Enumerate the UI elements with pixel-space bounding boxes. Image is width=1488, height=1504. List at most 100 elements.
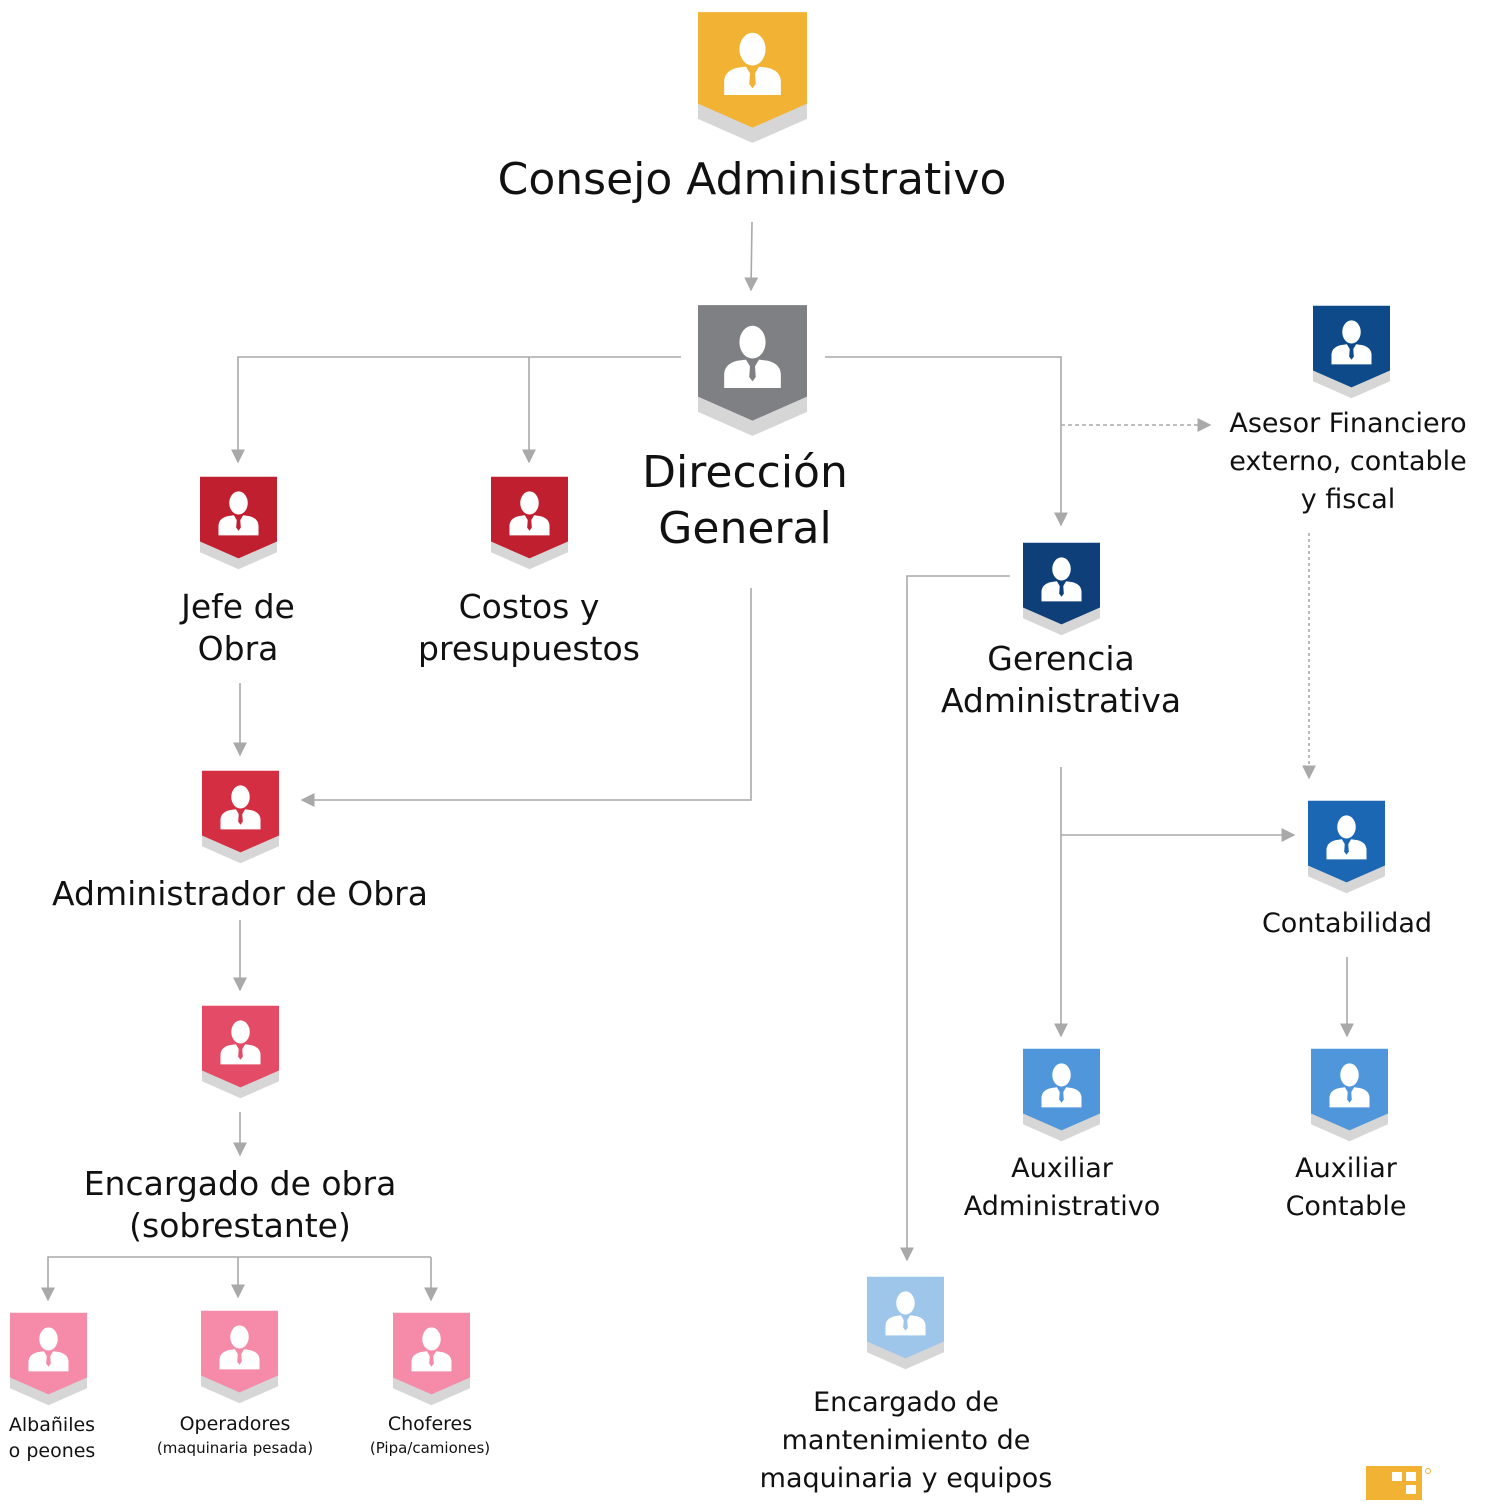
node-label-line: Auxiliar	[1011, 1153, 1113, 1184]
node-label-line: Administrativa	[940, 681, 1182, 720]
person-badge-icon	[1311, 1048, 1388, 1142]
node-label-line: mantenimiento de	[781, 1425, 1031, 1456]
badge-graphic	[698, 12, 807, 143]
node-label-line: Encargado de	[813, 1387, 999, 1418]
logo-window	[1406, 1472, 1416, 1481]
node-label-line: Albañiles	[8, 1414, 96, 1436]
node-label-line: Auxiliar	[1295, 1153, 1397, 1184]
person-tie	[527, 516, 532, 531]
person-tie	[749, 361, 756, 382]
person-tie	[429, 1352, 434, 1367]
person-badge-icon	[1313, 305, 1390, 399]
person-tie	[1344, 840, 1349, 855]
node-label-line: o peones	[8, 1440, 96, 1462]
person-badge-icon	[200, 476, 277, 570]
node-label-line: y fiscal	[1300, 484, 1396, 515]
connector-direccion-to-jefe	[231, 356, 681, 464]
node-label-asesor: Asesor Financiero externo, contable y fi…	[1210, 405, 1486, 519]
node-label-line: Dirección	[642, 447, 848, 498]
badge-graphic	[1308, 800, 1385, 894]
node-label-contabilidad: Contabilidad	[1227, 908, 1467, 940]
node-label-line: Asesor Financiero	[1229, 408, 1467, 439]
badge-graphic	[1023, 542, 1100, 636]
person-tie	[237, 1350, 242, 1365]
person-tie	[238, 810, 243, 825]
person-badge-icon	[1023, 1048, 1100, 1142]
badge-graphic	[202, 1005, 279, 1099]
person-badge-icon	[1023, 542, 1100, 636]
node-label-line: General	[658, 503, 832, 554]
person-badge-icon	[491, 476, 568, 570]
node-label-administrador-obra: Administrador de Obra	[25, 874, 455, 914]
person-tie	[749, 68, 756, 89]
node-label-direccion: Dirección General	[595, 445, 895, 557]
person-badge-icon	[698, 12, 807, 143]
node-label-line: maquinaria y equipos	[759, 1463, 1053, 1494]
logo-window	[1392, 1472, 1402, 1481]
node-label-line: Contable	[1285, 1191, 1407, 1222]
person-badge-icon	[393, 1312, 470, 1406]
badge-graphic	[698, 305, 807, 436]
badge-graphic	[201, 1310, 278, 1404]
logo-mark	[1425, 1468, 1431, 1474]
badge-graphic	[202, 770, 279, 864]
node-label-line: Operadores	[179, 1413, 291, 1435]
node-label-line: Administrador de Obra	[52, 874, 428, 913]
node-label-line: presupuestos	[418, 629, 640, 668]
person-tie	[236, 516, 241, 531]
badge-graphic	[393, 1312, 470, 1406]
person-tie	[1059, 1088, 1064, 1103]
logo-window	[1406, 1485, 1416, 1494]
node-label-choferes: Choferes (Pipa/camiones)	[345, 1412, 515, 1460]
node-label-line: externo, contable	[1229, 446, 1467, 477]
person-badge-icon	[201, 1310, 278, 1404]
badge-graphic	[1023, 1048, 1100, 1142]
person-tie	[1059, 582, 1064, 597]
connector-gerencia-to-contabilidad	[1060, 767, 1296, 842]
person-badge-icon	[202, 770, 279, 864]
node-label-line: Consejo Administrativo	[497, 154, 1007, 205]
logo-block	[1366, 1466, 1422, 1500]
node-label-note: (Pipa/camiones)	[369, 1439, 491, 1457]
node-label-line: Contabilidad	[1261, 908, 1433, 939]
node-label-operadores: Operadores (maquinaria pesada)	[140, 1412, 330, 1460]
person-tie	[903, 1316, 908, 1331]
person-badge-icon	[1308, 800, 1385, 894]
node-label-aux-contable: Auxiliar Contable	[1246, 1150, 1446, 1226]
node-label-costos: Costos y presupuestos	[384, 586, 674, 670]
person-tie	[1349, 345, 1354, 360]
node-label-mantenimiento: Encargado de mantenimiento de maquinaria…	[740, 1384, 1072, 1498]
badge-graphic	[867, 1276, 944, 1370]
node-label-line: Jefe de	[181, 587, 295, 626]
node-label-line: Encargado de obra	[83, 1164, 397, 1203]
connector-sobrestante-to-albaniles	[41, 1256, 431, 1302]
node-label-consejo: Consejo Administrativo	[452, 154, 1052, 207]
node-label-line: Administrativo	[963, 1191, 1161, 1222]
node-label-jefe-obra: Jefe de Obra	[118, 586, 358, 670]
node-label-line: (sobrestante)	[129, 1206, 351, 1245]
company-logo-graphic	[1366, 1466, 1431, 1500]
badge-graphic	[200, 476, 277, 570]
badge-graphic	[491, 476, 568, 570]
badge-graphic	[1313, 305, 1390, 399]
connector-consejo-to-direccion	[744, 221, 759, 292]
node-label-note: (maquinaria pesada)	[156, 1439, 314, 1457]
node-label-line: Obra	[197, 629, 279, 668]
node-label-aux-administrativo: Auxiliar Administrativo	[940, 1150, 1184, 1226]
node-label-albaniles: Albañiles o peones	[0, 1412, 104, 1464]
person-tie	[238, 1045, 243, 1060]
person-badge-icon	[698, 305, 807, 436]
company-logo-icon	[1366, 1466, 1436, 1500]
node-label-line: Costos y	[458, 587, 600, 626]
node-label-line: Gerencia	[987, 639, 1135, 678]
connector-direccion-to-administrador	[300, 588, 752, 807]
person-badge-icon	[202, 1005, 279, 1099]
node-label-gerencia: Gerencia Administrativa	[920, 638, 1202, 722]
person-tie	[1347, 1088, 1352, 1103]
node-label-line: Choferes	[387, 1413, 473, 1435]
badge-graphic	[1311, 1048, 1388, 1142]
person-tie	[46, 1352, 51, 1367]
person-badge-icon	[867, 1276, 944, 1370]
badge-graphic	[10, 1312, 87, 1406]
